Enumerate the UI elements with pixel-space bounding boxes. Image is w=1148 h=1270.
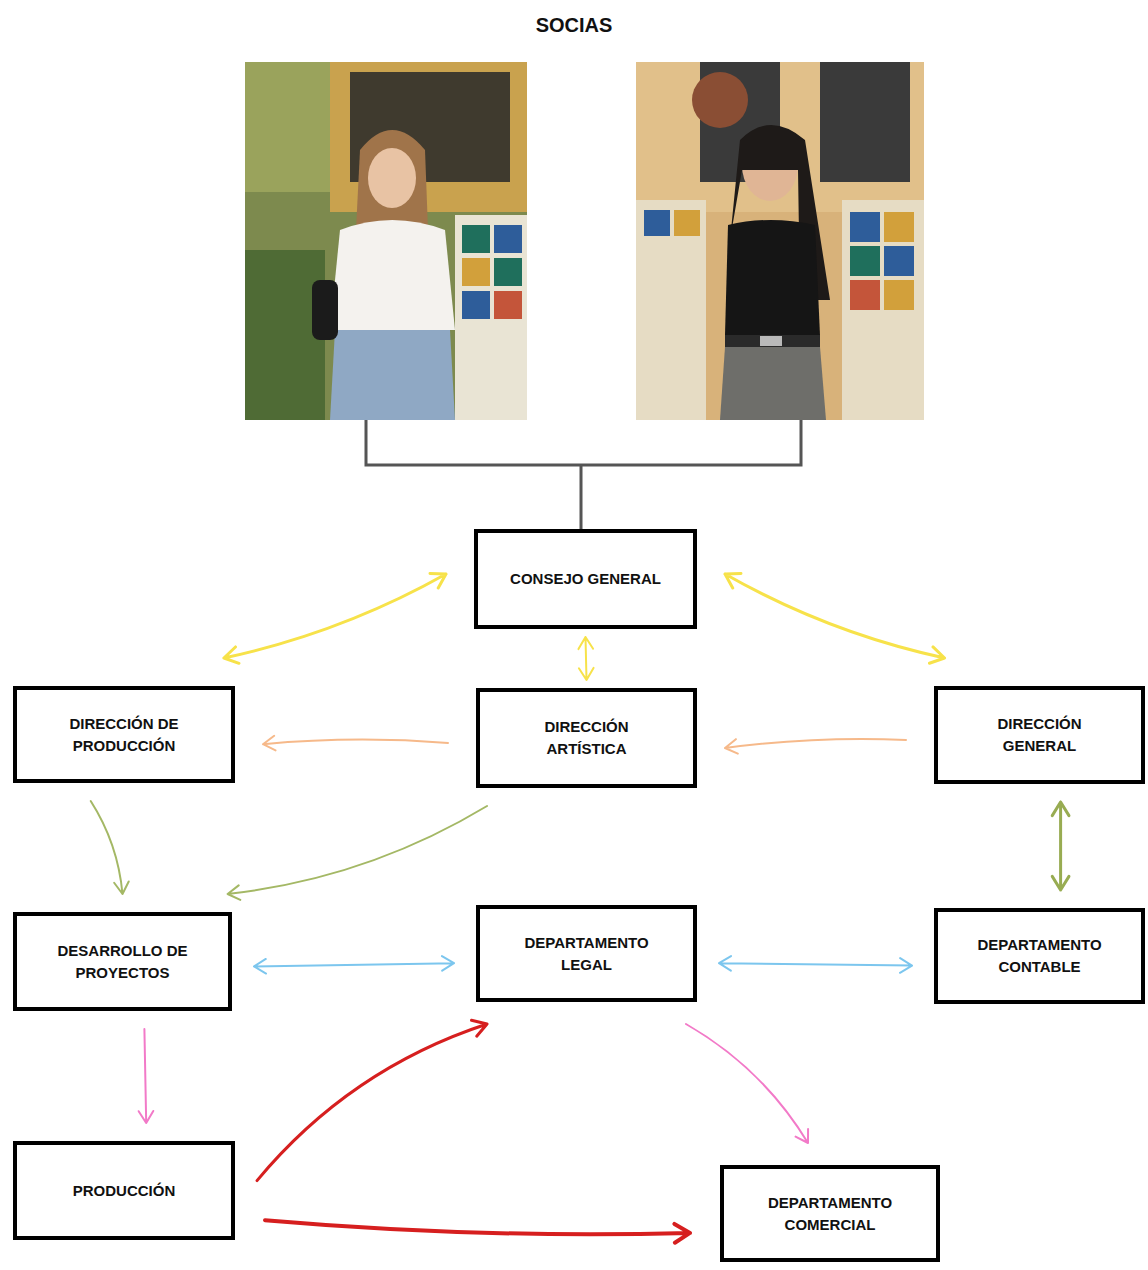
diagram-title: SOCIAS — [0, 14, 1148, 37]
flow-arrow — [719, 956, 912, 973]
org-box: CONSEJO GENERAL — [474, 529, 697, 629]
box-label: DEPARTAMENTO LEGAL — [512, 932, 662, 976]
box-label: DEPARTAMENTO COMERCIAL — [755, 1192, 905, 1236]
org-box: DIRECCIÓN ARTÍSTICA — [476, 688, 697, 788]
flow-arrow — [725, 739, 906, 754]
org-box: DIRECCIÓN GENERAL — [934, 686, 1145, 784]
flow-arrow — [254, 956, 454, 973]
flow-arrow — [265, 1220, 690, 1243]
org-box: DEPARTAMENTO COMERCIAL — [720, 1165, 940, 1262]
partner-photo — [636, 62, 924, 420]
box-label: DIRECCIÓN ARTÍSTICA — [512, 716, 662, 760]
flow-arrow — [1052, 802, 1069, 890]
flow-arrow — [224, 573, 446, 663]
flow-arrow — [139, 1029, 154, 1123]
org-box: DIRECCIÓN DE PRODUCCIÓN — [13, 686, 235, 783]
org-box: PRODUCCIÓN — [13, 1141, 235, 1240]
flow-arrow — [578, 637, 593, 680]
box-label: DEPARTAMENTO CONTABLE — [965, 934, 1115, 978]
org-box: DEPARTAMENTO LEGAL — [476, 905, 697, 1002]
flow-arrow — [686, 1024, 808, 1143]
box-label: CONSEJO GENERAL — [510, 568, 661, 590]
flow-arrow — [257, 1020, 487, 1180]
org-box: DESARROLLO DE PROYECTOS — [13, 912, 232, 1011]
flow-arrow — [228, 806, 487, 900]
box-label: DIRECCIÓN DE PRODUCCIÓN — [49, 713, 199, 757]
flow-arrow — [725, 573, 945, 663]
flow-arrow — [263, 736, 448, 751]
box-label: PRODUCCIÓN — [73, 1180, 176, 1202]
org-box: DEPARTAMENTO CONTABLE — [934, 908, 1145, 1004]
partner-bracket — [366, 420, 801, 529]
box-label: DIRECCIÓN GENERAL — [965, 713, 1115, 757]
partner-photo — [245, 62, 527, 420]
flow-arrow — [91, 801, 129, 894]
box-label: DESARROLLO DE PROYECTOS — [40, 940, 205, 984]
